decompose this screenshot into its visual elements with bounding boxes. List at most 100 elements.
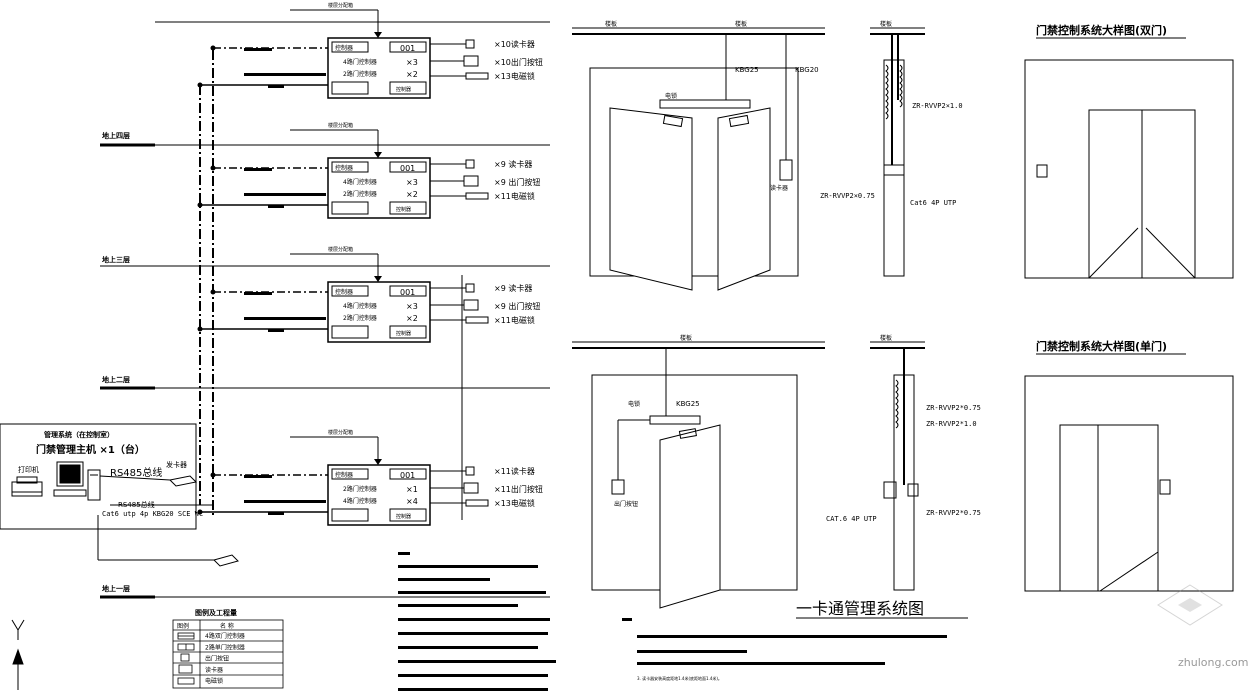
cat6-label: Cat6 4P UTP	[910, 199, 956, 207]
floor-label-f2: 地上二层	[102, 375, 130, 384]
controller-number: 001	[400, 471, 415, 480]
plan-single-door	[1024, 375, 1234, 592]
controller-row1-qty: ×3	[406, 302, 418, 311]
legend-row-label: 读卡器	[205, 666, 223, 674]
controller-row1-qty: ×1	[406, 485, 418, 494]
controller-footer: 控制器	[396, 513, 411, 520]
rs485-label-2: RS485总线	[118, 500, 155, 509]
controller-row2-qty: ×2	[406, 190, 418, 199]
controller-4: 控制器 001 2路门控制器 ×1 4路门控制器 ×4 控制器 楼层分配箱 ×11读卡器 ×11出…	[197, 429, 543, 526]
branch-label: 楼层分配箱	[328, 429, 353, 436]
plan-double-door	[1024, 59, 1234, 279]
device-label: ×11出门按钮	[494, 484, 543, 494]
floor-label-f4: 地上四层	[102, 131, 130, 140]
device-label: ×11电磁锁	[494, 315, 535, 325]
controller-row1: 2路门控制器	[343, 485, 377, 493]
branch-label: 楼层分配箱	[328, 2, 353, 9]
legend-col1: 图例	[177, 622, 189, 630]
zr-label-2: ZR-RVVP2×0.75	[820, 192, 875, 200]
cable-label: Cat6 utp 4p KBG20 SCE WC	[102, 510, 203, 518]
double-door-title: 门禁控制系统大样图(双门)	[1036, 23, 1167, 37]
controller-row2-qty: ×4	[406, 497, 418, 506]
kbg20-label: KBG20	[795, 66, 819, 74]
controller-row2-qty: ×2	[406, 70, 418, 79]
device-label: ×13电磁锁	[494, 71, 535, 81]
watermark-logo	[1157, 584, 1223, 626]
single-door-title: 门禁控制系统大样图(单门)	[1036, 339, 1167, 353]
controller-label: 控制器	[335, 44, 353, 52]
riser-diagram	[97, 21, 550, 599]
controller-row2: 2路门控制器	[343, 314, 377, 322]
note-text: 3. 读卡器安装高度距地1.4米(底距地面1.4米)。	[637, 675, 722, 681]
printer-label: 打印机	[18, 465, 39, 474]
controller-footer: 控制器	[396, 330, 411, 337]
elevation-single-door	[572, 341, 825, 609]
ceiling-label-2: 楼板	[735, 20, 747, 28]
device-label: ×10读卡器	[494, 39, 535, 49]
zr075-label-2: ZR-RVVP2*0.75	[926, 509, 981, 517]
lock-label-1: 电锁	[665, 92, 677, 100]
controller-number: 001	[400, 164, 415, 173]
device-label: ×9 读卡器	[494, 159, 532, 169]
device-label: ×9 读卡器	[494, 283, 532, 293]
cat6b-label: CAT.6 4P UTP	[826, 515, 877, 523]
device-label: ×11读卡器	[494, 466, 535, 476]
host-system: 管理系统（在控制室） 门禁管理主机 ×1（台） RS485总线 RS485总线 …	[0, 423, 239, 567]
device-label: ×9 出门按钮	[494, 177, 540, 187]
controller-label: 控制器	[335, 471, 353, 479]
branch-label: 楼层分配箱	[328, 122, 353, 129]
device-label: ×13电磁锁	[494, 498, 535, 508]
legend-title: 图例及工程量	[195, 608, 237, 617]
notes-block	[398, 552, 947, 691]
controller-row2-qty: ×2	[406, 314, 418, 323]
branch-label: 楼层分配箱	[328, 246, 353, 253]
host-title: 门禁管理主机 ×1（台）	[36, 443, 145, 456]
controller-label: 控制器	[335, 288, 353, 296]
axis-marker	[11, 619, 25, 690]
ceiling-label-1: 楼板	[605, 20, 617, 28]
legend-row-label: 电磁锁	[205, 677, 223, 685]
rs485-label: RS485总线	[110, 466, 162, 479]
device-label: ×11电磁锁	[494, 191, 535, 201]
watermark-text: zhulong.com	[1178, 656, 1248, 669]
legend-row-label: 4路双门控制器	[205, 632, 245, 640]
zr075-label: ZR-RVVP2*0.75	[926, 404, 981, 412]
kbg25-label-2: KBG25	[676, 400, 700, 408]
controller-row2: 4路门控制器	[343, 497, 377, 505]
reader-label-1: 读卡器	[770, 184, 788, 192]
main-title: 一卡通管理系统图	[796, 599, 924, 618]
zr-label-1: ZR-RVVP2×1.0	[912, 102, 963, 110]
ceiling-label-4: 楼板	[680, 334, 692, 342]
device-label: ×10出门按钮	[494, 57, 543, 67]
lock-label-2: 电锁	[628, 400, 640, 408]
btn-label-1: 出门按钮	[614, 500, 638, 508]
controller-footer: 控制器	[396, 86, 411, 93]
controller-row1-qty: ×3	[406, 58, 418, 67]
ceiling-label-5: 楼板	[880, 334, 892, 342]
section-double-door	[870, 27, 925, 277]
card-device-label: 发卡器	[166, 460, 187, 469]
host-top-label: 管理系统（在控制室）	[44, 430, 114, 439]
controller-number: 001	[400, 288, 415, 297]
floor-label-f1: 地上一层	[102, 584, 130, 593]
controller-1: 控制器 001 4路门控制器 ×3 2路门控制器 ×2 控制器 楼层分配箱 ×10读卡器 ×10出…	[197, 2, 543, 99]
controller-number: 001	[400, 44, 415, 53]
controller-row2: 2路门控制器	[343, 190, 377, 198]
ceiling-label-3: 楼板	[880, 20, 892, 28]
legend-col2: 名 称	[220, 622, 234, 630]
kbg25-label-1: KBG25	[735, 66, 759, 74]
controller-footer: 控制器	[396, 206, 411, 213]
legend-row-label: 出门按钮	[205, 655, 229, 663]
controller-row2: 2路门控制器	[343, 70, 377, 78]
controller-row1: 4路门控制器	[343, 302, 377, 310]
legend-row-label: 2路单门控制器	[205, 643, 245, 651]
controller-row1: 4路门控制器	[343, 178, 377, 186]
section-single-door	[870, 341, 925, 591]
controller-row1: 4路门控制器	[343, 58, 377, 66]
